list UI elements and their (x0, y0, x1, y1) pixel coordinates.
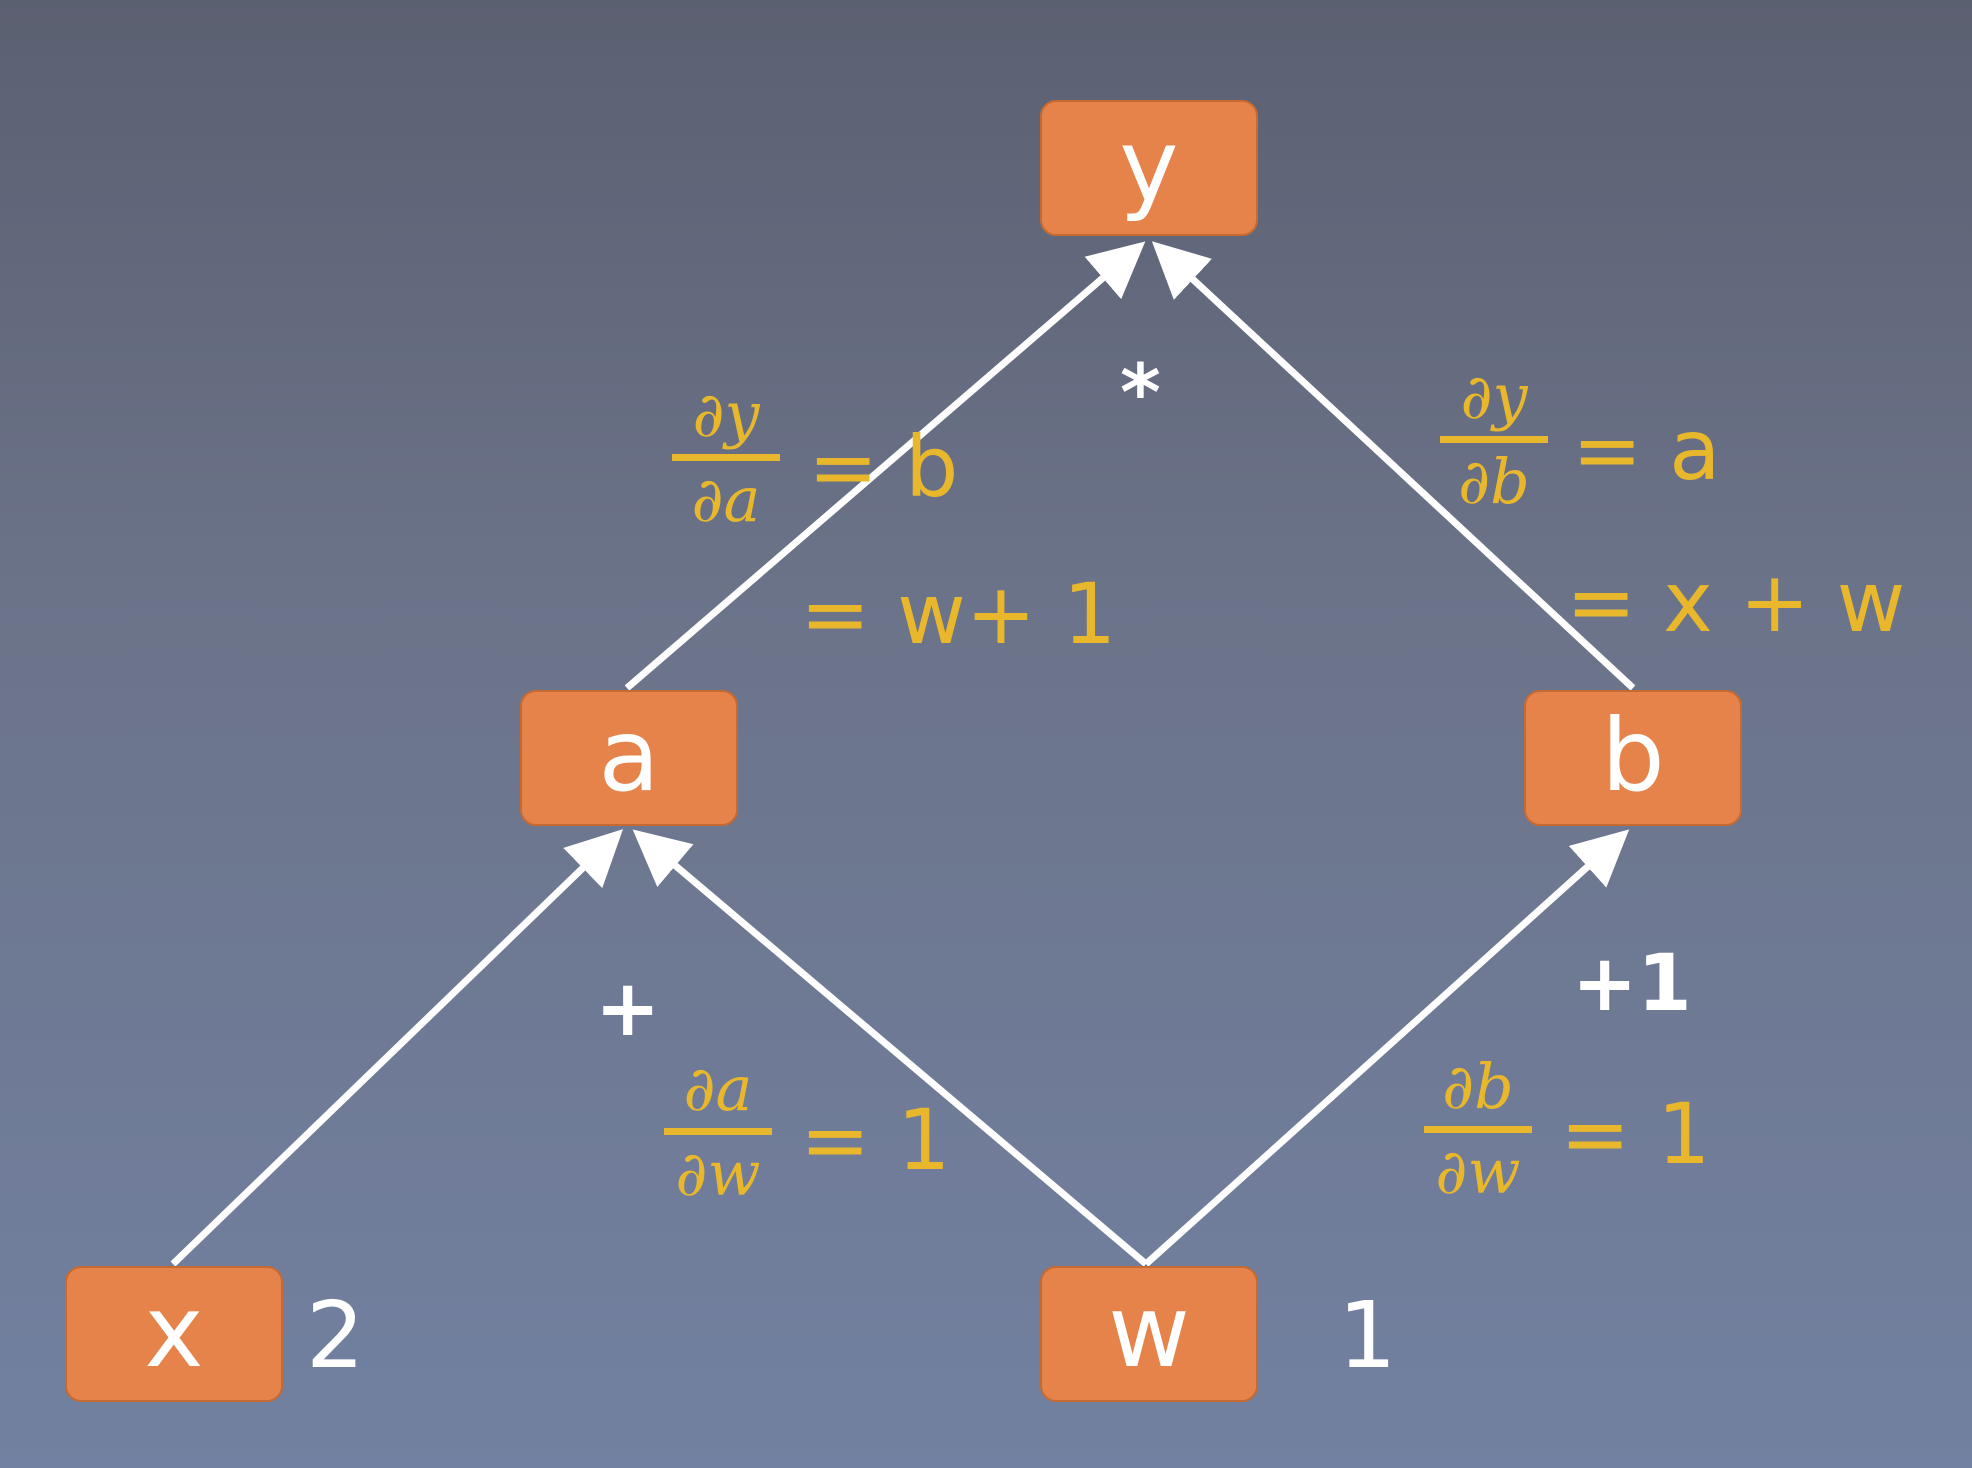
fraction-numerator: ∂y (1460, 360, 1528, 433)
operator-multiply: * (1120, 349, 1161, 439)
equation-dy-db-equals: = a (1572, 401, 1721, 499)
fraction-bar (672, 454, 780, 461)
fraction-bar (1424, 1126, 1532, 1133)
fraction-numerator: ∂y (692, 378, 760, 451)
edge-w-to-a (632, 829, 1149, 1267)
fraction-denominator: ∂a (691, 463, 761, 536)
node-w: w (1040, 1266, 1258, 1402)
fraction-denominator: ∂w (1435, 1135, 1521, 1208)
fraction-dy-db: ∂y ∂b (1440, 360, 1548, 519)
fraction-da-dw: ∂a ∂w (664, 1052, 772, 1211)
fraction-bar (664, 1128, 772, 1135)
equation-db-dw-equals: = 1 (1560, 1085, 1711, 1183)
equation-dy-da-expansion: = w+ 1 (800, 565, 1117, 663)
fraction-denominator: ∂b (1458, 445, 1530, 518)
equation-dy-db-expansion: = x + w (1566, 553, 1906, 651)
input-w-value: 1 (1338, 1282, 1397, 1389)
edge-a-to-y (624, 241, 1146, 691)
node-a: a (520, 690, 738, 826)
operator-plus: + (595, 964, 661, 1054)
fraction-denominator: ∂w (675, 1137, 761, 1210)
input-x-value: 2 (306, 1282, 365, 1389)
equation-da-dw-equals: = 1 (800, 1091, 951, 1189)
node-y: y (1040, 100, 1258, 236)
fraction-dy-da: ∂y ∂a (672, 378, 780, 537)
edge-w-to-b (1143, 829, 1630, 1267)
fraction-numerator: ∂a (683, 1052, 753, 1125)
operator-plus-one: +1 (1572, 939, 1692, 1029)
node-b: b (1524, 690, 1742, 826)
node-x: x (65, 1266, 283, 1402)
edge-b-to-y (1151, 241, 1636, 691)
equation-dy-da-equals: = b (808, 418, 959, 516)
fraction-numerator: ∂b (1442, 1050, 1514, 1123)
fraction-db-dw: ∂b ∂w (1424, 1050, 1532, 1209)
fraction-bar (1440, 436, 1548, 443)
edge-x-to-a (170, 829, 624, 1267)
